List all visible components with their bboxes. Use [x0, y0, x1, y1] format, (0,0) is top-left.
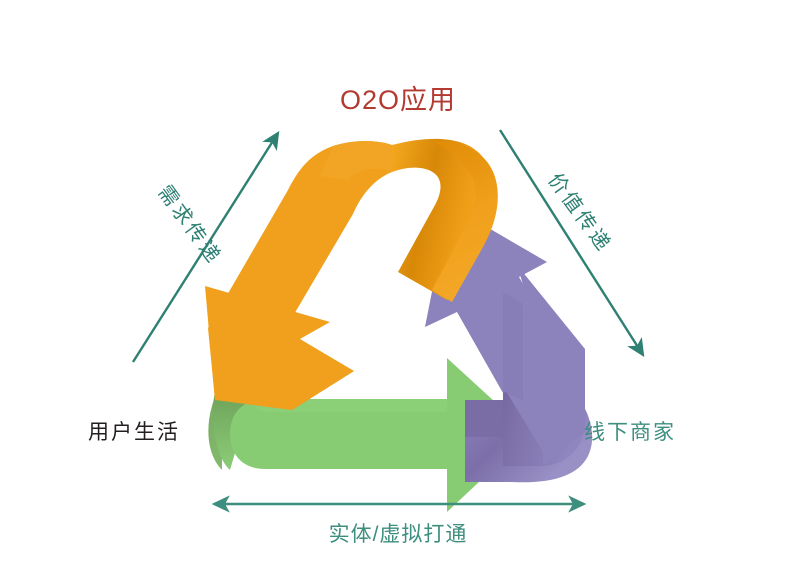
page-title: O2O应用: [339, 85, 457, 115]
node-label-user-life: 用户生活: [88, 421, 180, 444]
node-label-offline-merchant: 线下商家: [584, 421, 676, 444]
edge-label-physical-virtual: 实体/虚拟打通: [328, 523, 468, 546]
purple-arrow: [425, 205, 593, 483]
arrow-up-right-icon: [131, 130, 280, 363]
orange-arrow: [205, 138, 498, 410]
arrow-down-right-icon: [498, 129, 645, 358]
